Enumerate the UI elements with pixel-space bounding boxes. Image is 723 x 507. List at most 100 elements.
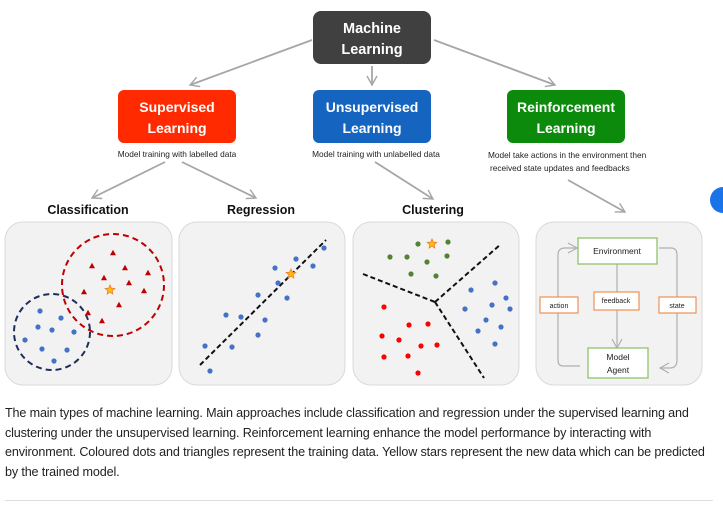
cluster-blue-dot: [468, 287, 474, 293]
cluster-red-dot: [381, 304, 387, 310]
classification-plot: [13, 233, 165, 371]
action-box: [539, 296, 579, 314]
new-data-star: [104, 283, 116, 295]
cluster-red-dot: [381, 354, 387, 360]
supervised-node: Supervised Learning: [118, 90, 236, 143]
reinforcement-loop: Environment Model Agent action feedback …: [539, 237, 697, 379]
class-b-dot: [35, 324, 41, 330]
cluster-red-dot: [379, 333, 385, 339]
classification-panel: [4, 221, 173, 386]
cluster-red-dot: [418, 343, 424, 349]
supervised-description: Model training with labelled data: [118, 149, 237, 159]
regression-point: [293, 256, 299, 262]
reinforcement-label-line1: Reinforcement: [517, 99, 615, 115]
cluster-green-dot: [444, 253, 450, 259]
class-b-dot: [58, 315, 64, 321]
action-label: action: [550, 303, 569, 310]
cluster-blue-dot: [475, 328, 481, 334]
regression-point: [275, 280, 281, 286]
divider: [5, 500, 713, 501]
cluster-green-dot: [415, 241, 421, 247]
reinforcement-description-line1: Model take actions in the environment th…: [488, 150, 647, 160]
regression-point: [238, 314, 244, 320]
arrow-reinforcement-to-panel: [567, 179, 627, 213]
class-b-dot: [51, 358, 57, 364]
state-box: [658, 296, 697, 314]
cluster-green-dot: [404, 254, 410, 260]
regression-plot: [199, 239, 327, 374]
root-label-line1: Machine: [343, 21, 401, 37]
regression-point: [229, 344, 235, 350]
class-a-triangle: [122, 264, 128, 271]
reinforcement-label-line2: Learning: [536, 120, 595, 136]
class-b-dot: [49, 327, 55, 333]
machine-learning-diagram: Machine Learning Supervised Learning Mod…: [4, 11, 703, 386]
cluster-blue-dot: [483, 317, 489, 323]
unsupervised-node: Unsupervised Learning: [313, 90, 431, 143]
regression-point: [321, 245, 327, 251]
root-label-line2: Learning: [341, 42, 402, 58]
class-red-boundary: [61, 233, 165, 337]
cluster-red-dot: [406, 322, 412, 328]
supervised-label-line1: Supervised: [139, 99, 214, 115]
agent-box: [587, 347, 649, 379]
regression-point: [207, 368, 213, 374]
new-data-star: [426, 237, 438, 249]
reinforcement-description-line2: received state updates and feedbacks: [490, 163, 630, 173]
class-b-dot: [22, 337, 28, 343]
cluster-green-dot: [433, 273, 439, 279]
cluster-boundary-right: [434, 243, 502, 303]
cluster-blue-dot: [492, 280, 498, 286]
class-blue-boundary: [13, 293, 91, 371]
class-a-triangle: [145, 269, 151, 276]
new-data-star: [285, 267, 297, 279]
cluster-red-dot: [425, 321, 431, 327]
agent-label-line1: Model: [606, 352, 629, 362]
agent-label-line2: Agent: [607, 365, 630, 375]
feedback-label: feedback: [602, 298, 631, 305]
environment-box: [577, 237, 658, 265]
regression-point: [284, 295, 290, 301]
cluster-blue-dot: [507, 306, 513, 312]
state-label: state: [669, 303, 684, 310]
unsupervised-label-line1: Unsupervised: [326, 99, 419, 115]
cluster-boundary-bottom: [434, 301, 485, 379]
classification-title: Classification: [47, 203, 128, 217]
cluster-green-dot: [424, 259, 430, 265]
unsupervised-description: Model training with unlabelled data: [312, 149, 440, 159]
cluster-green-dot: [408, 271, 414, 277]
regression-point: [255, 292, 261, 298]
class-a-triangle: [89, 262, 95, 269]
cluster-boundary-left: [362, 273, 436, 303]
cluster-blue-dot: [462, 306, 468, 312]
connector-arrows: [90, 39, 627, 213]
cluster-green-dot: [387, 254, 393, 260]
cluster-red-dot: [434, 342, 440, 348]
regression-title: Regression: [227, 203, 295, 217]
regression-point: [202, 343, 208, 349]
reinforcement-node: Reinforcement Learning: [507, 90, 625, 143]
class-a-triangle: [81, 288, 87, 295]
cluster-blue-dot: [503, 295, 509, 301]
cluster-blue-dot: [492, 341, 498, 347]
arrow-root-to-supervised: [188, 39, 313, 88]
regression-line: [199, 239, 327, 366]
cluster-green-dot: [445, 239, 451, 245]
arrow-supervised-to-regression: [181, 161, 258, 200]
clustering-title: Clustering: [402, 203, 464, 217]
class-a-triangle: [110, 249, 116, 256]
regression-point: [223, 312, 229, 318]
class-b-dot: [71, 329, 77, 335]
figure-caption: The main types of machine learning. Main…: [5, 406, 705, 479]
cluster-blue-dot: [489, 302, 495, 308]
class-b-dot: [64, 347, 70, 353]
regression-point: [272, 265, 278, 271]
feedback-box: [593, 291, 640, 311]
regression-point: [262, 317, 268, 323]
cluster-red-dot: [415, 370, 421, 376]
cluster-red-dot: [405, 353, 411, 359]
regression-point: [255, 332, 261, 338]
floating-action-button[interactable]: [710, 187, 723, 213]
cluster-blue-dot: [498, 324, 504, 330]
arrow-root-to-reinforcement: [433, 39, 557, 88]
